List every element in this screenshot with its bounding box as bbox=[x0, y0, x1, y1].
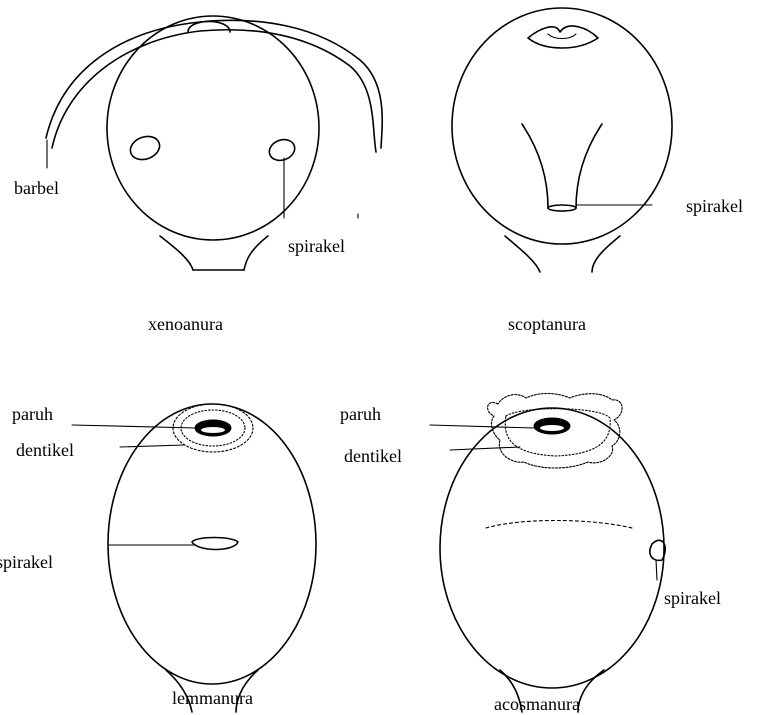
lemmanura-beak-gap bbox=[201, 427, 225, 433]
scoptanura-mouth bbox=[528, 26, 598, 48]
lemmanura-spiracle bbox=[192, 538, 238, 550]
lemmanura-dentikel-leader bbox=[120, 445, 184, 447]
xenoanura-tail-left bbox=[160, 236, 193, 270]
acosmanura-spirakel-label: spirakel bbox=[664, 588, 721, 608]
xenoanura-tail-right bbox=[244, 236, 268, 270]
figure-acosmanura: paruh dentikel spirakel acosmanura bbox=[340, 394, 721, 715]
acosmanura-dentikel-label: dentikel bbox=[344, 446, 402, 466]
acosmanura-tail-right bbox=[578, 670, 604, 712]
acosmanura-paruh-label: paruh bbox=[340, 404, 381, 424]
xenoanura-caption: xenoanura bbox=[148, 314, 223, 334]
xenoanura-barbel-inner bbox=[52, 30, 376, 152]
scoptanura-spirakel-label: spirakel bbox=[686, 196, 743, 216]
scoptanura-mouth-inner bbox=[548, 34, 576, 39]
scoptanura-tube-right bbox=[576, 124, 602, 208]
scoptanura-spiracle-opening bbox=[548, 205, 576, 211]
scoptanura-caption: scoptanura bbox=[508, 314, 586, 334]
xenoanura-right-eye bbox=[266, 136, 297, 164]
figure-xenoanura: barbel spirakel xenoanura bbox=[14, 16, 382, 334]
xenoanura-left-eye bbox=[127, 133, 163, 164]
acosmanura-spiracle bbox=[650, 540, 665, 560]
lemmanura-paruh-label: paruh bbox=[12, 404, 53, 424]
xenoanura-body bbox=[107, 16, 319, 240]
lemmanura-dentikel-label: dentikel bbox=[16, 440, 74, 460]
acosmanura-spirakel-leader bbox=[656, 560, 657, 580]
xenoanura-spirakel-label: spirakel bbox=[288, 236, 345, 256]
acosmanura-paruh-leader bbox=[430, 425, 534, 428]
acosmanura-midline bbox=[486, 521, 632, 529]
scoptanura-tail-right bbox=[592, 236, 620, 272]
lemmanura-paruh-leader bbox=[72, 425, 196, 428]
acosmanura-caption: acosmanura bbox=[494, 694, 580, 714]
figure-lemmanura: paruh dentikel spirakel lemmanura bbox=[0, 404, 316, 712]
scoptanura-body bbox=[452, 8, 672, 244]
xenoanura-barbel-outer bbox=[46, 20, 382, 148]
acosmanura-body bbox=[440, 408, 664, 688]
acosmanura-beak-gap bbox=[540, 425, 564, 431]
scoptanura-tail-left bbox=[505, 236, 540, 272]
scoptanura-tube-left bbox=[522, 124, 548, 208]
lemmanura-spirakel-label: spirakel bbox=[0, 552, 53, 572]
acosmanura-dentikel-leader bbox=[450, 447, 520, 450]
xenoanura-barbel-label: barbel bbox=[14, 178, 59, 198]
figure-scoptanura: spirakel scoptanura bbox=[452, 8, 743, 334]
lemmanura-caption: lemmanura bbox=[172, 688, 253, 708]
